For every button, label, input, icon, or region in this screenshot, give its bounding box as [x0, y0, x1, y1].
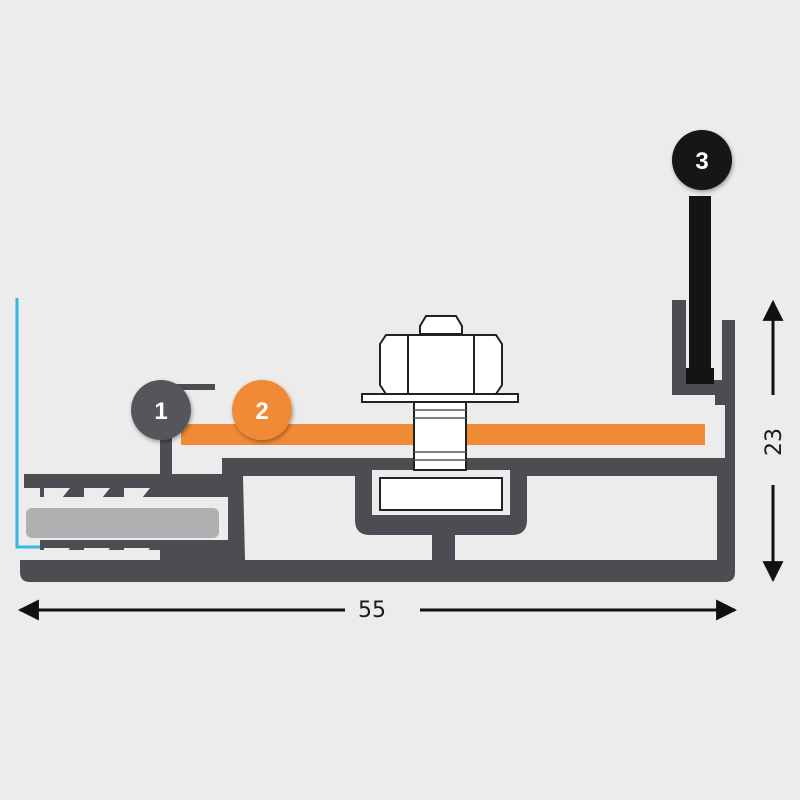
- bolt-shank: [413, 401, 467, 471]
- bolt-assembly: [361, 315, 519, 511]
- nut-icon: [379, 334, 503, 395]
- aluminium-profile: [20, 300, 735, 582]
- badge-2: [232, 380, 292, 440]
- badge-1: [131, 380, 191, 440]
- hex-bolt-icon: [379, 477, 503, 511]
- insert-strip: [26, 508, 219, 538]
- height-dimension-label: 23: [762, 428, 787, 456]
- width-dimension-label: 55: [358, 598, 386, 623]
- bolt-tip-icon: [419, 315, 463, 335]
- badge-3-circle: [672, 130, 732, 190]
- badge-2-circle: [232, 380, 292, 440]
- upper-grip-teeth: [44, 488, 150, 498]
- washer-icon: [361, 393, 519, 403]
- lower-grip-teeth: [44, 548, 150, 558]
- badge-3-label: 3: [695, 148, 708, 175]
- badge-1-circle: [131, 380, 191, 440]
- bolt-thread-lines: [414, 409, 466, 461]
- badge-3: [672, 130, 732, 190]
- badge-2-label: 2: [255, 398, 268, 425]
- badge-1-label: 1: [154, 398, 167, 425]
- black-gasket: [686, 196, 714, 384]
